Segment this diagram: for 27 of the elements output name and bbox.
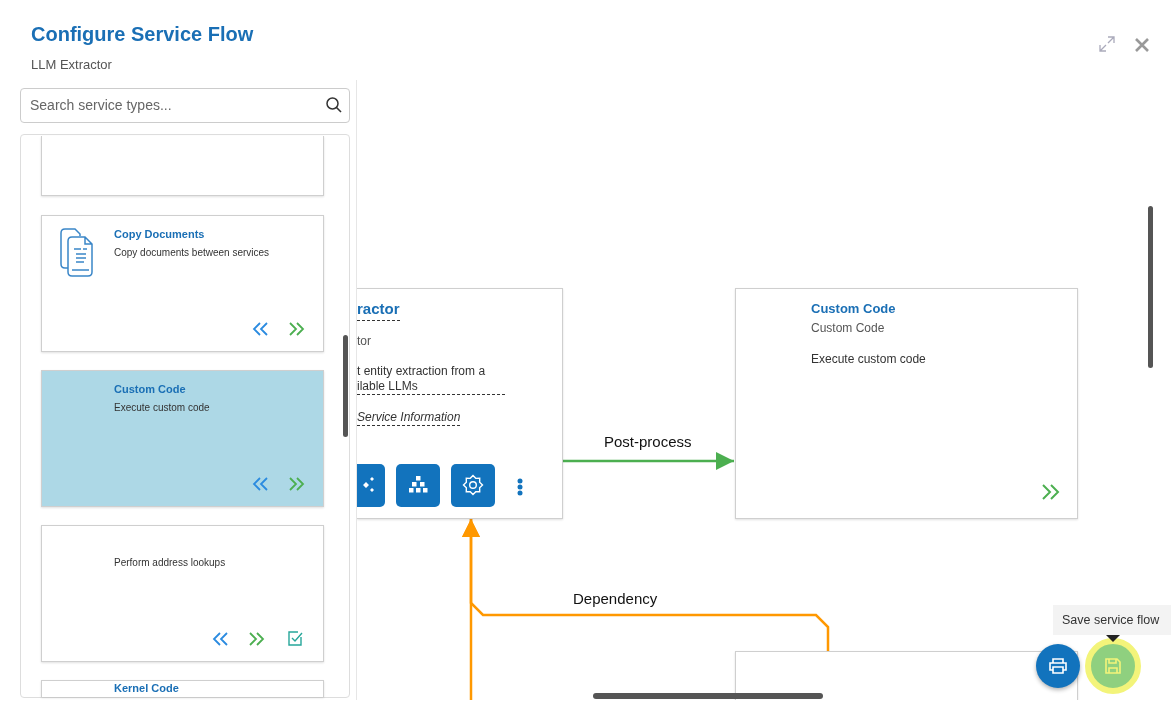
node-description: Execute custom code (811, 352, 926, 367)
node-description: t entity extraction from a ilable LLMs (357, 364, 505, 395)
card-title: Custom Code (114, 383, 186, 397)
subtitle: LLM Extractor (31, 57, 112, 72)
service-info-link: Service Information (357, 410, 461, 426)
empty-card (41, 136, 324, 196)
connector-arrow (462, 519, 480, 700)
selected-service-card (41, 370, 324, 507)
card-title: Copy Documents (114, 228, 205, 242)
tooltip: Save service flow (1053, 605, 1171, 635)
connector-arrow (563, 452, 734, 470)
service-node-card (735, 288, 1078, 519)
node-title: Custom Code (811, 301, 896, 318)
service-card (41, 215, 324, 352)
search-field: Search service types... (20, 88, 350, 123)
card-description: Execute custom code (114, 402, 211, 415)
node-subtitle: Custom Code (811, 321, 885, 336)
node-subtitle: tor (357, 334, 371, 349)
dialog-title: Configure Service Flow (31, 23, 254, 46)
card-description: Perform address lookups (114, 557, 227, 570)
card-description: Copy documents between services (114, 247, 271, 260)
edge-label: Dependency (571, 590, 660, 607)
service-card (41, 680, 324, 697)
service-card (41, 525, 324, 662)
service-node-card (357, 288, 563, 519)
node-title: ractor (357, 300, 400, 321)
card-title: Kernel Code (114, 682, 179, 696)
